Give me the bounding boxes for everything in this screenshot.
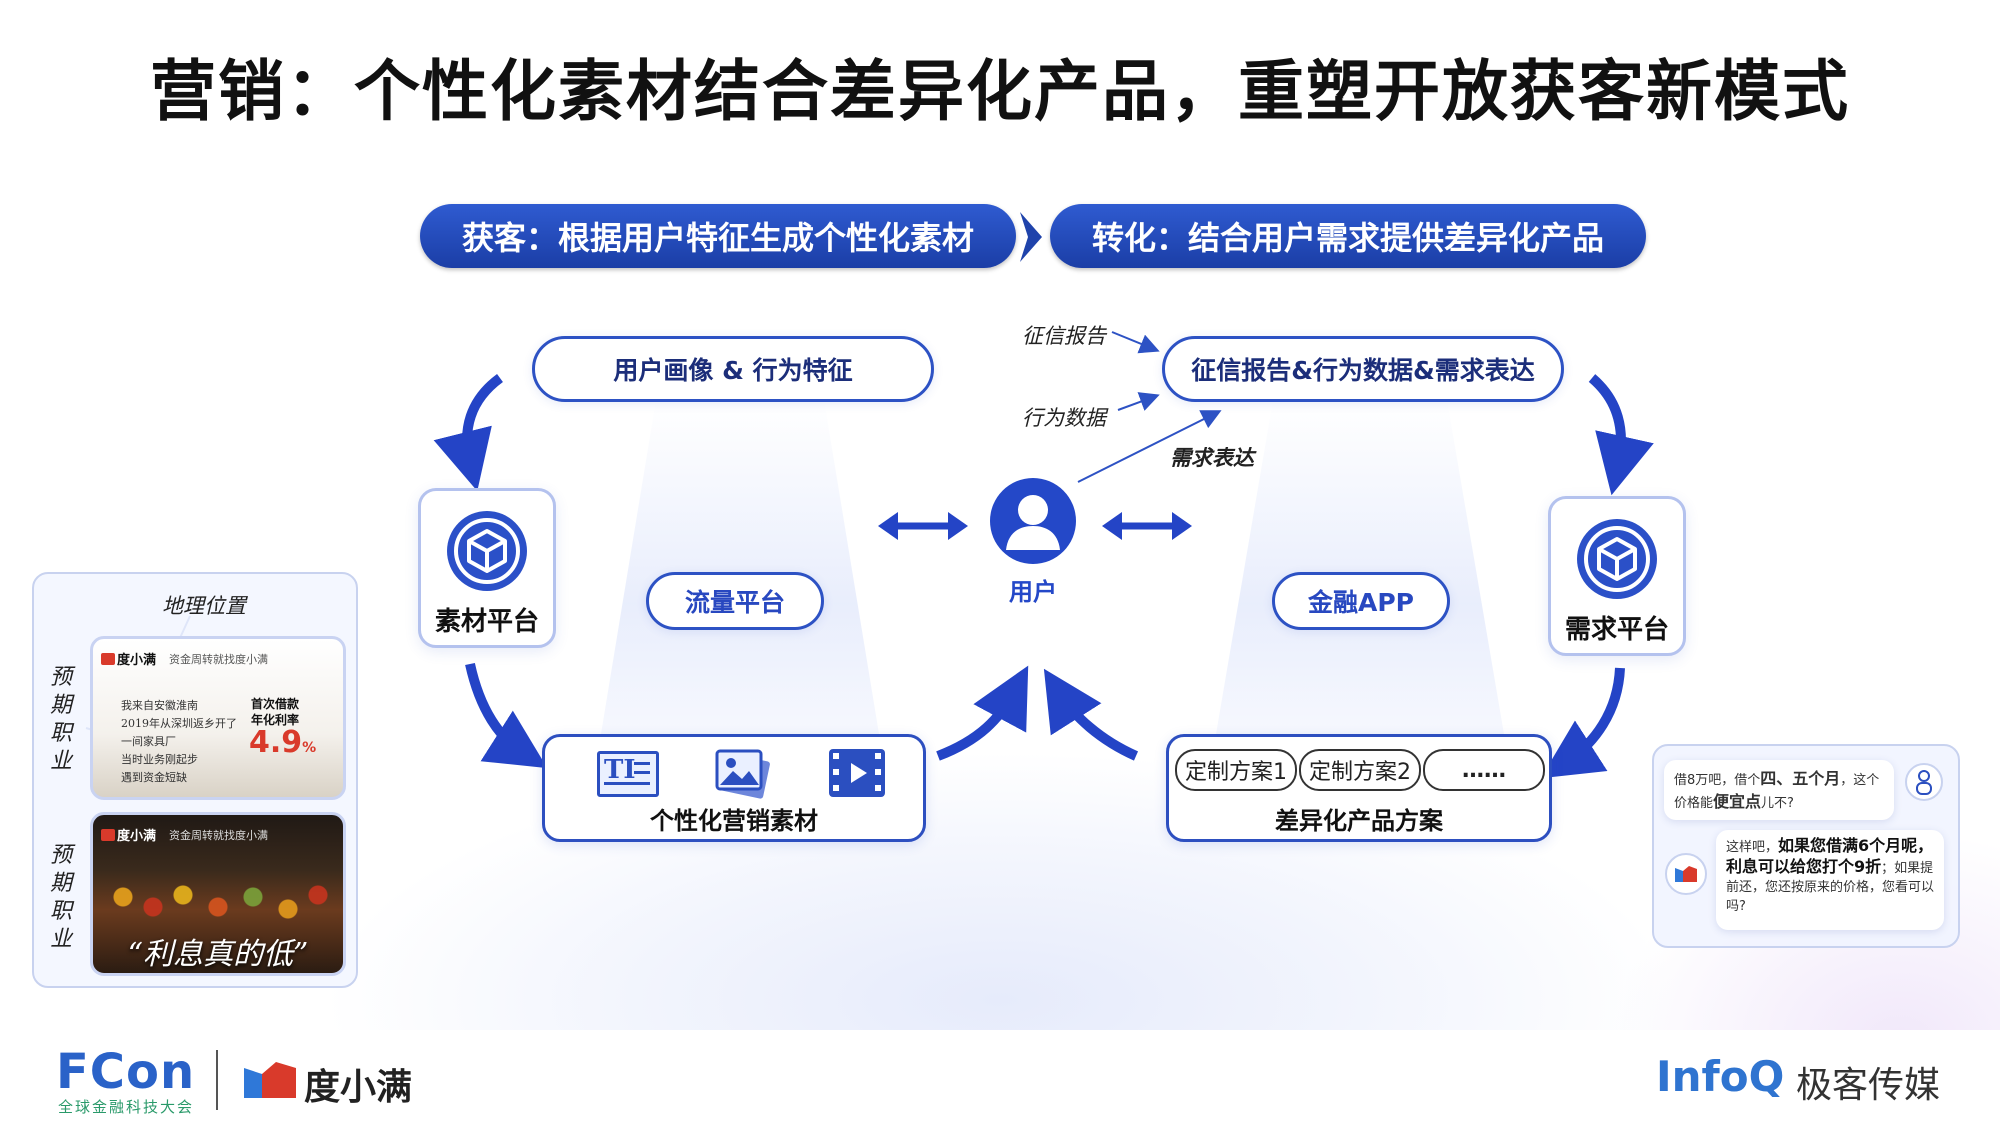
user-profile-pill: 用户画像 & 行为特征 bbox=[532, 336, 934, 402]
video-material-icon bbox=[829, 749, 885, 797]
text-icon-letters: TI bbox=[604, 755, 636, 785]
ad1-slogan: 资金周转就找度小满 bbox=[169, 653, 268, 666]
ad1-rate-unit: % bbox=[302, 740, 317, 756]
custom-plan-chip-2: 定制方案2 bbox=[1299, 749, 1421, 791]
banner-acquisition: 获客：根据用户特征生成个性化素材 bbox=[420, 204, 1016, 268]
material-platform: 素材平台 bbox=[418, 488, 556, 648]
demand-platform: 需求平台 bbox=[1548, 496, 1686, 656]
fruit-stall-art bbox=[93, 867, 343, 937]
user-msg-part: 借8万吧，借个 bbox=[1674, 773, 1761, 788]
user-label: 用户 bbox=[1009, 578, 1057, 606]
user-chat-avatar-icon bbox=[1905, 763, 1943, 801]
fcon-subtitle: 全球金融科技大会 bbox=[58, 1098, 195, 1116]
annotation-credit-report: 征信报告 bbox=[1022, 324, 1106, 348]
dxm-logo-text: 度小满 bbox=[304, 1067, 413, 1108]
annotation-expected-job-2: 预期职业 bbox=[49, 843, 72, 952]
ad1-rate-value: 4.9% bbox=[249, 725, 316, 760]
material-platform-label: 素材平台 bbox=[434, 607, 539, 637]
custom-plan-chip-1: 定制方案1 bbox=[1175, 749, 1297, 791]
footer bbox=[0, 1030, 2000, 1125]
ad1-brand: 度小满 bbox=[117, 653, 157, 668]
infoq-logo: InfoQ bbox=[1656, 1052, 1785, 1101]
demand-platform-label: 需求平台 bbox=[1564, 615, 1669, 645]
ad2-slogan: 资金周转就找度小满 bbox=[169, 829, 268, 842]
cube-platform-icon bbox=[447, 511, 527, 591]
ad2-brand: 度小满 bbox=[117, 829, 157, 844]
product-plan-box: 定制方案1 定制方案2 …… 差异化产品方案 bbox=[1166, 734, 1552, 842]
user-msg-part: ，这个价格能 bbox=[1674, 773, 1880, 811]
page-title: 营销：个性化素材结合差异化产品，重塑开放获客新模式 bbox=[150, 53, 1850, 130]
credit-behavior-demand-pill: 征信报告&行为数据&需求表达 bbox=[1162, 336, 1564, 402]
ad-card-market: 度小满 资金周转就找度小满 “利息真的低” bbox=[90, 812, 346, 976]
user-msg-bold: 四、五个月 bbox=[1760, 769, 1841, 788]
user-msg-bold: 便宜点 bbox=[1713, 792, 1762, 811]
ad-card-story: 度小满 资金周转就找度小满 我来自安徽淮南 2019年从深圳返乡开了 一间家具厂… bbox=[90, 636, 346, 800]
bot-msg-bold: 如果您借满6个月呢，利息可以给您打个9折 bbox=[1726, 836, 1934, 876]
banner-arrow-icon bbox=[1020, 212, 1042, 262]
user-msg-part: 儿不? bbox=[1761, 796, 1794, 811]
ad1-line-5: 遇到资金短缺 bbox=[121, 771, 187, 784]
ad1-rate-number: 4.9 bbox=[249, 725, 303, 760]
image-material-icon bbox=[715, 749, 770, 799]
bot-chat-bubble: 这样吧，如果您借满6个月呢，利息可以给您打个9折；如果提前还，您还按原来的价格，… bbox=[1716, 830, 1944, 930]
ad2-quote: “利息真的低” bbox=[127, 937, 309, 972]
ad1-rate-label-2: 年化利率 bbox=[251, 713, 300, 727]
ad1-line-2: 2019年从深圳返乡开了 bbox=[121, 717, 237, 730]
more-plans-chip: …… bbox=[1423, 749, 1545, 791]
annotation-expected-job-1: 预期职业 bbox=[49, 665, 72, 774]
ad1-line-3: 一间家具厂 bbox=[121, 735, 176, 748]
bot-msg-part: 这样吧， bbox=[1726, 840, 1779, 855]
fcon-logo: FCon bbox=[56, 1044, 196, 1100]
geek-media-logo: 极客传媒 bbox=[1796, 1065, 1941, 1106]
ad1-rate-label-1: 首次借款 bbox=[251, 697, 300, 711]
footer-divider bbox=[216, 1050, 218, 1110]
bot-avatar-icon bbox=[1665, 853, 1707, 895]
brand-logo-icon bbox=[101, 829, 115, 841]
banner-conversion: 转化：结合用户需求提供差异化产品 bbox=[1050, 204, 1646, 268]
traffic-platform-pill: 流量平台 bbox=[646, 572, 824, 630]
light-beam-right bbox=[1215, 400, 1505, 740]
text-material-icon: TI bbox=[597, 751, 659, 797]
ad1-line-1: 我来自安徽淮南 bbox=[121, 699, 198, 712]
product-plan-label: 差异化产品方案 bbox=[1275, 807, 1443, 835]
annotation-location: 地理位置 bbox=[162, 594, 246, 618]
user-avatar-icon bbox=[990, 478, 1076, 564]
personalized-material-label: 个性化营销素材 bbox=[650, 807, 818, 835]
bot-chat-text: 这样吧，如果您借满6个月呢，利息可以给您打个9折；如果提前还，您还按原来的价格，… bbox=[1726, 836, 1938, 916]
light-beam-left bbox=[600, 400, 880, 740]
user-chat-text: 借8万吧，借个四、五个月，这个价格能便宜点儿不? bbox=[1674, 768, 1888, 814]
dxm-logo-icon bbox=[244, 1062, 296, 1098]
annotation-behavior-data: 行为数据 bbox=[1022, 406, 1106, 430]
finance-app-pill: 金融APP bbox=[1272, 572, 1450, 630]
user-chat-bubble: 借8万吧，借个四、五个月，这个价格能便宜点儿不? bbox=[1664, 760, 1894, 820]
brand-logo-icon bbox=[101, 653, 115, 665]
cube-platform-icon bbox=[1577, 519, 1657, 599]
bot-msg-part: ；如果提前还，您还按原来的价格，您看可以吗? bbox=[1726, 861, 1935, 914]
ad1-line-4: 当时业务刚起步 bbox=[121, 753, 198, 766]
personalized-material-box: TI 个性化营销素材 bbox=[542, 734, 926, 842]
annotation-demand: 需求表达 bbox=[1170, 446, 1254, 470]
